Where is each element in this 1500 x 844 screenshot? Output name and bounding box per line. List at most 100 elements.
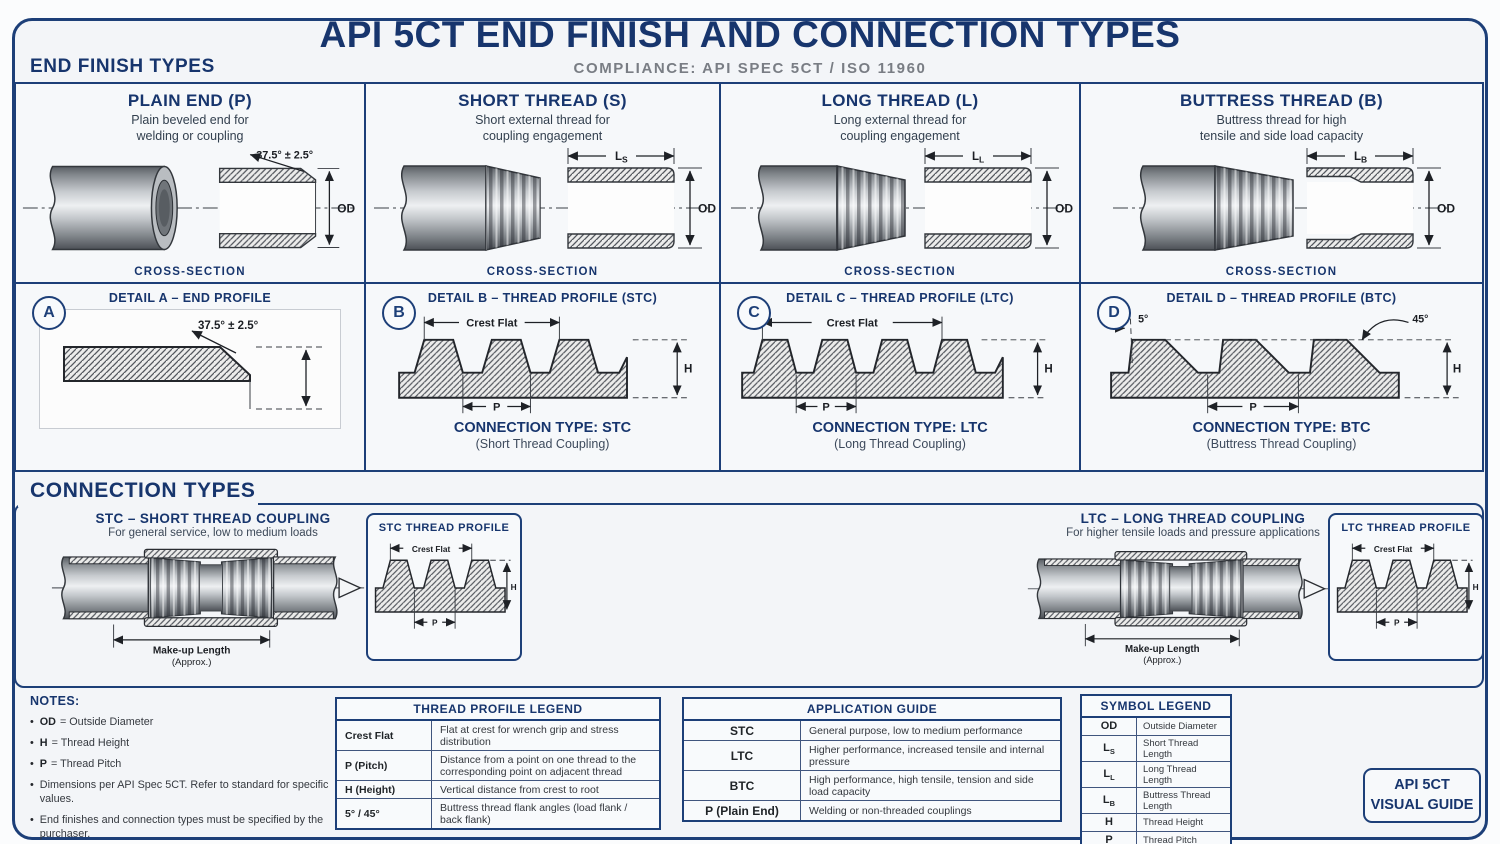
- detail-letter-badge: D: [1097, 296, 1131, 330]
- connection-type-sub: (Long Thread Coupling): [834, 437, 966, 451]
- svg-text:5°: 5°: [1138, 313, 1148, 325]
- detail-d: D DETAIL D – THREAD PROFILE (BTC) 5° 45°…: [1081, 282, 1482, 470]
- group-desc: For general service, low to medium loads: [108, 527, 318, 539]
- svg-text:OD: OD: [698, 202, 716, 216]
- svg-text:37.5° ± 2.5°: 37.5° ± 2.5°: [256, 150, 313, 162]
- panel-desc: Short external thread for coupling engag…: [475, 113, 610, 143]
- connection-type-sub: (Buttress Thread Coupling): [1206, 437, 1357, 451]
- svg-text:H: H: [1473, 582, 1479, 592]
- connection-types-heading: CONNECTION TYPES: [30, 479, 256, 502]
- svg-text:OD: OD: [1055, 202, 1073, 216]
- compliance-subtitle: COMPLIANCE: API SPEC 5CT / ISO 11960: [573, 60, 927, 77]
- svg-text:Crest Flat: Crest Flat: [1374, 544, 1413, 554]
- svg-text:H: H: [1044, 364, 1052, 376]
- panel-desc: Long external thread for coupling engage…: [833, 113, 967, 143]
- detail-title: DETAIL C – THREAD PROFILE (LTC): [786, 291, 1014, 305]
- svg-text:H: H: [1452, 364, 1460, 376]
- cross-section-label: CROSS-SECTION: [486, 266, 599, 278]
- btc-thread-profile-drawing: 5° 45° H P: [1109, 313, 1461, 413]
- panel-title: BUTTRESS THREAD (B): [1179, 91, 1384, 110]
- svg-text:LB: LB: [1354, 151, 1367, 165]
- panel-buttress-thread: BUTTRESS THREAD (B) Buttress thread for …: [1081, 84, 1482, 282]
- detail-a-box: 37.5° ± 2.5°: [39, 309, 341, 429]
- svg-text:OD: OD: [337, 202, 355, 216]
- inset-title: STC THREAD PROFILE: [378, 522, 510, 534]
- page-title: API 5CT END FINISH AND CONNECTION TYPES: [319, 14, 1181, 55]
- svg-text:P: P: [822, 401, 830, 413]
- detail-b: B DETAIL B – THREAD PROFILE (STC) Crest …: [366, 282, 721, 470]
- svg-text:37.5° ± 2.5°: 37.5° ± 2.5°: [198, 320, 259, 332]
- end-finish-grid: PLAIN END (P) Plain beveled end for weld…: [14, 82, 1484, 472]
- notes-block: NOTES: •OD= Outside Diameter •H= Thread …: [30, 694, 330, 841]
- group-title: LTC – LONG THREAD COUPLING: [1080, 511, 1306, 526]
- ltc-group-head: LTC – LONG THREAD COUPLING For higher te…: [1028, 511, 1358, 539]
- cross-section-label: CROSS-SECTION: [844, 266, 956, 278]
- panel-title: SHORT THREAD (S): [458, 91, 627, 110]
- short-thread-drawing: LS OD: [373, 148, 716, 252]
- inset-title: LTC THREAD PROFILE: [1341, 522, 1471, 534]
- bullet: •: [30, 758, 34, 771]
- cross-section-label: CROSS-SECTION: [1225, 266, 1338, 278]
- detail-letter-badge: B: [382, 296, 416, 330]
- connection-type-sub: (Short Thread Coupling): [475, 437, 610, 451]
- note-item: •H= Thread Height: [30, 737, 130, 750]
- ct-heading-mask: [18, 499, 258, 507]
- panel-desc: Buttress thread for high tensile and sid…: [1199, 113, 1364, 143]
- table-row: P (Pitch)Distance from a point on one th…: [335, 750, 661, 781]
- bullet: •: [30, 737, 34, 750]
- buttress-thread-drawing: LB OD: [1112, 148, 1455, 252]
- panel-title: PLAIN END (P): [127, 91, 253, 110]
- table-title: SYMBOL LEGEND: [1081, 695, 1231, 718]
- svg-text:Make-up Length: Make-up Length: [153, 645, 231, 656]
- svg-text:LS: LS: [615, 151, 628, 165]
- stc-group-head: STC – SHORT THREAD COUPLING For general …: [48, 511, 378, 539]
- ltc-mini-profile: Crest Flat H P: [1336, 543, 1479, 629]
- connection-type-label: CONNECTION TYPE: STC: [453, 420, 632, 436]
- btc-group: BTC – BUTTRESS THREAD COUPLING For high …: [994, 0, 1480, 185]
- ltc-profile-inset: LTC THREAD PROFILE Crest Flat H P: [1328, 513, 1484, 661]
- api-5ct-visual-guide-badge: API 5CT VISUAL GUIDE: [1363, 768, 1481, 823]
- svg-text:P: P: [492, 401, 500, 413]
- table-row: 5° / 45°Buttress thread flank angles (lo…: [335, 798, 661, 830]
- svg-text:LL: LL: [972, 151, 984, 165]
- long-thread-drawing: LL OD: [731, 148, 1073, 252]
- bullet: •: [30, 779, 34, 792]
- badge-line2: VISUAL GUIDE: [1370, 796, 1474, 813]
- table-title: APPLICATION GUIDE: [683, 698, 1061, 721]
- note-item: •OD= Outside Diameter: [30, 716, 154, 728]
- end-profile-drawing: 37.5° ± 2.5°: [63, 320, 322, 410]
- ltc-group: LTC – LONG THREAD COUPLING For higher te…: [508, 0, 1484, 665]
- note-item: •Dimensions per API Spec 5CT. Refer to s…: [30, 779, 329, 806]
- detail-a: A DETAIL A – END PROFILE 37.5° ± 2.5°: [16, 282, 366, 470]
- panel-short-thread: SHORT THREAD (S) Short external thread f…: [366, 84, 721, 282]
- panel-long-thread: LONG THREAD (L) Long external thread for…: [721, 84, 1081, 282]
- group-title: STC – SHORT THREAD COUPLING: [95, 511, 331, 526]
- stc-thread-profile-drawing: Crest Flat H P: [397, 316, 692, 413]
- plain-end-drawing: 37.5° ± 2.5° OD: [22, 150, 356, 251]
- svg-text:OD: OD: [1437, 202, 1455, 216]
- ltc-thread-profile-drawing: Crest Flat H P: [741, 316, 1053, 413]
- svg-text:H: H: [511, 582, 517, 592]
- cross-section-label: CROSS-SECTION: [134, 266, 246, 278]
- svg-text:Crest Flat: Crest Flat: [827, 317, 878, 329]
- table-title: THREAD PROFILE LEGEND: [336, 698, 660, 721]
- detail-letter-badge: A: [32, 296, 66, 330]
- stc-mini-profile: Crest Flat H P: [374, 543, 517, 629]
- svg-text:Make-up Length: Make-up Length: [1125, 644, 1200, 655]
- notes-heading: NOTES:: [30, 694, 80, 708]
- svg-text:P: P: [1394, 617, 1400, 627]
- detail-c: C DETAIL C – THREAD PROFILE (LTC) Crest …: [721, 282, 1081, 470]
- bullet: •: [30, 814, 34, 827]
- badge-line1: API 5CT: [1394, 776, 1450, 793]
- connection-type-label: CONNECTION TYPE: LTC: [812, 420, 988, 436]
- svg-text:Crest Flat: Crest Flat: [466, 317, 517, 329]
- svg-text:Crest Flat: Crest Flat: [412, 544, 451, 554]
- stc-profile-inset: STC THREAD PROFILE Crest Flat H P: [366, 513, 522, 661]
